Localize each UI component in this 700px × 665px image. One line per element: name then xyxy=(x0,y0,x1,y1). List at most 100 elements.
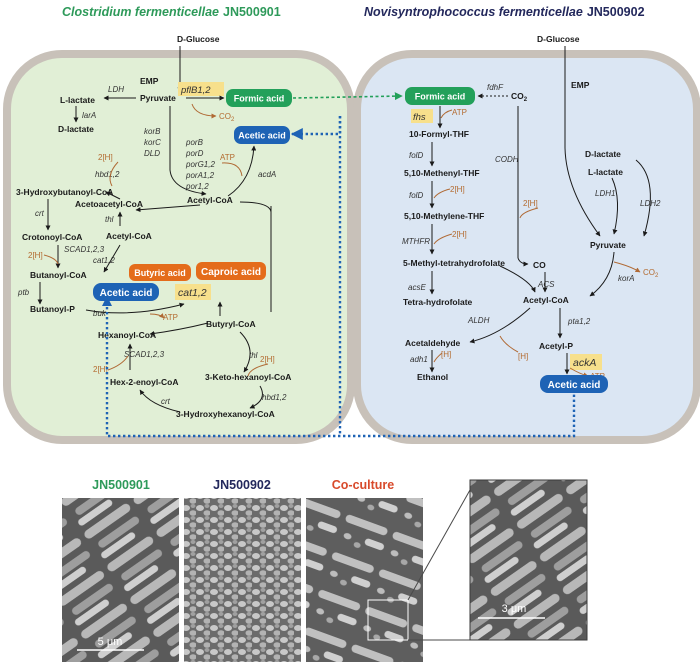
right-pyruvate: Pyruvate xyxy=(590,240,626,250)
left-porg: porG1,2 xyxy=(185,160,215,169)
left-cat12b: cat1,2 xyxy=(178,287,207,299)
left-h2-3: 2[H] xyxy=(93,365,108,374)
left-butanoyl: Butanoyl-CoA xyxy=(30,270,87,280)
right-l-lactate: L-lactate xyxy=(588,167,623,177)
left-formic-label: Formic acid xyxy=(234,94,285,104)
right-tetra-hydrofolate: Tetra-hydrofolate xyxy=(403,297,473,307)
right-co2-to-co-arrow xyxy=(517,257,529,267)
acetic-transfer-link-bottom xyxy=(105,302,576,438)
left-formic-pill xyxy=(226,89,292,107)
right-formic-label: Formic acid xyxy=(415,92,466,102)
left-atp1-curve xyxy=(221,162,243,177)
left-cat12b-highlight xyxy=(175,284,211,300)
zoom-region-box xyxy=(367,599,409,641)
right-acse: acsE xyxy=(408,283,426,292)
right-d-glucose: D-Glucose xyxy=(537,34,580,44)
left-d-lactate: D-lactate xyxy=(58,124,94,134)
left-h2-2: 2[H] xyxy=(28,251,43,260)
left-pyruvate: Pyruvate xyxy=(140,93,176,103)
right-co: CO xyxy=(533,260,546,270)
formic-transfer-link xyxy=(292,92,403,101)
right-ldh1: LDH1 xyxy=(595,189,615,198)
right-h2-3: 2[H] xyxy=(523,199,538,208)
left-crt2: crt xyxy=(161,397,171,406)
left-acetic-top-pill xyxy=(234,126,290,144)
right-cell xyxy=(353,50,700,444)
right-pta: pta1,2 xyxy=(567,317,591,326)
left-3-hydroxyhexanoyl: 3-Hydroxyhexanoyl-CoA xyxy=(176,409,275,419)
left-acetylcoa: Acetyl-CoA xyxy=(187,195,233,205)
left-h2-1: 2[H] xyxy=(98,153,113,162)
right-methyl-thf: 5-Methyl-tetrahydrofolate xyxy=(403,258,505,268)
left-thl2-arrow xyxy=(239,331,251,373)
left-dld: DLD xyxy=(144,149,160,158)
left-hexenoyl: Hex-2-enoyl-CoA xyxy=(110,377,178,387)
left-scad: SCAD1,2,3 xyxy=(64,245,105,254)
left-d-glucose: D-Glucose xyxy=(177,34,220,44)
right-aldh-arrow xyxy=(469,307,531,344)
left-thl1: thl xyxy=(105,215,114,224)
left-hbd2-arrow xyxy=(249,385,263,409)
right-h-1: [H] xyxy=(441,350,451,359)
left-atp2-curve xyxy=(149,313,165,319)
left-butyryl: Butyryl-CoA xyxy=(206,319,256,329)
left-h2-3-curve xyxy=(107,355,129,371)
left-h2-2-curve xyxy=(43,254,59,265)
left-acetylcoa2: Acetyl-CoA xyxy=(106,231,152,241)
left-atp1: ATP xyxy=(220,153,235,162)
right-acs: ACS xyxy=(537,280,555,289)
right-aldh: ALDH xyxy=(467,316,490,325)
left-ldh: LDH xyxy=(108,85,124,94)
right-ldh1-arrow xyxy=(611,177,618,235)
right-adh: adh1 xyxy=(410,355,428,364)
right-formic-pill xyxy=(405,87,475,105)
left-butanoylp: Butanoyl-P xyxy=(30,304,75,314)
left-korb: korB xyxy=(144,127,161,136)
right-acka: ackA xyxy=(573,357,596,369)
left-scad2: SCAD1,2,3 xyxy=(124,350,165,359)
left-lara: larA xyxy=(82,111,96,120)
right-co2b: CO2 xyxy=(643,268,659,279)
right-acetaldehyde: Acetaldehyde xyxy=(405,338,461,348)
right-d-lactate: D-lactate xyxy=(585,149,621,159)
right-methyl-to-acetylcoa xyxy=(499,265,536,293)
left-pyruvate-to-acetylcoa xyxy=(169,106,207,196)
left-buk-arrow xyxy=(85,302,185,314)
left-butyric-label: Butyric acid xyxy=(134,268,186,278)
right-emp: EMP xyxy=(571,80,590,90)
right-fhs: fhs xyxy=(413,112,426,123)
left-acetoacetyl: Acetoacetyl-CoA xyxy=(75,199,143,209)
left-por1: por1,2 xyxy=(185,182,209,191)
left-buk: buk xyxy=(93,309,107,318)
right-ldh2-arrow xyxy=(635,159,651,237)
left-emp: EMP xyxy=(140,76,159,86)
right-h-2-curve xyxy=(499,335,519,353)
right-h2-2-curve xyxy=(433,233,453,245)
left-h2-4: 2[H] xyxy=(260,355,275,364)
left-caproic-label: Caproic acid xyxy=(201,267,261,278)
left-porb: porB xyxy=(185,138,204,147)
micrograph-zoom xyxy=(469,479,588,641)
left-thl2: thl xyxy=(249,351,258,360)
right-kora-arrow xyxy=(589,251,615,297)
left-butyric-pill xyxy=(129,264,191,281)
right-fold1: folD xyxy=(409,151,423,160)
left-caproic-pill xyxy=(196,262,266,280)
left-3-keto-hexanoyl: 3-Keto-hexanoyl-CoA xyxy=(205,372,291,382)
left-ptb: ptb xyxy=(17,288,30,297)
right-ldh2: LDH2 xyxy=(640,199,661,208)
right-ethanol: Ethanol xyxy=(417,372,448,382)
left-hbd2: hbd1,2 xyxy=(262,393,287,402)
right-acetylp: Acetyl-P xyxy=(539,341,573,351)
left-acetylcoa-loop-top xyxy=(239,201,272,213)
right-methenyl: 5,10-Methenyl-THF xyxy=(404,168,480,178)
scale-label-5um: 5 μm xyxy=(98,636,123,648)
right-co2: CO2 xyxy=(511,91,528,103)
right-atp1: ATP xyxy=(452,108,467,117)
left-hbd: hbd1,2 xyxy=(95,170,120,179)
left-crt2-arrow xyxy=(139,389,181,413)
right-h-1-curve xyxy=(433,352,443,363)
right-acetic-label: Acetic acid xyxy=(548,380,601,391)
